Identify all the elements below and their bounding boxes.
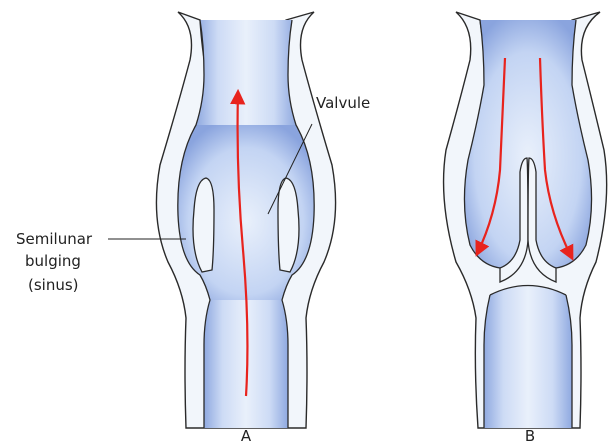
panel-a-vein (156, 12, 335, 428)
panel-a-valvule-left (193, 178, 214, 272)
panel-a-lumen-upper (196, 20, 296, 125)
panel-a-valvule-right (278, 178, 299, 272)
panel-b-vein (444, 12, 607, 428)
caption-b: B (525, 427, 535, 445)
panel-b-lumen-lower (484, 286, 572, 429)
caption-a: A (241, 427, 252, 445)
semilunar-label-line3: (sinus) (28, 276, 79, 294)
semilunar-label-line1: Semilunar (16, 230, 93, 248)
semilunar-label-line2: bulging (25, 252, 81, 270)
valvule-label: Valvule (316, 94, 370, 112)
